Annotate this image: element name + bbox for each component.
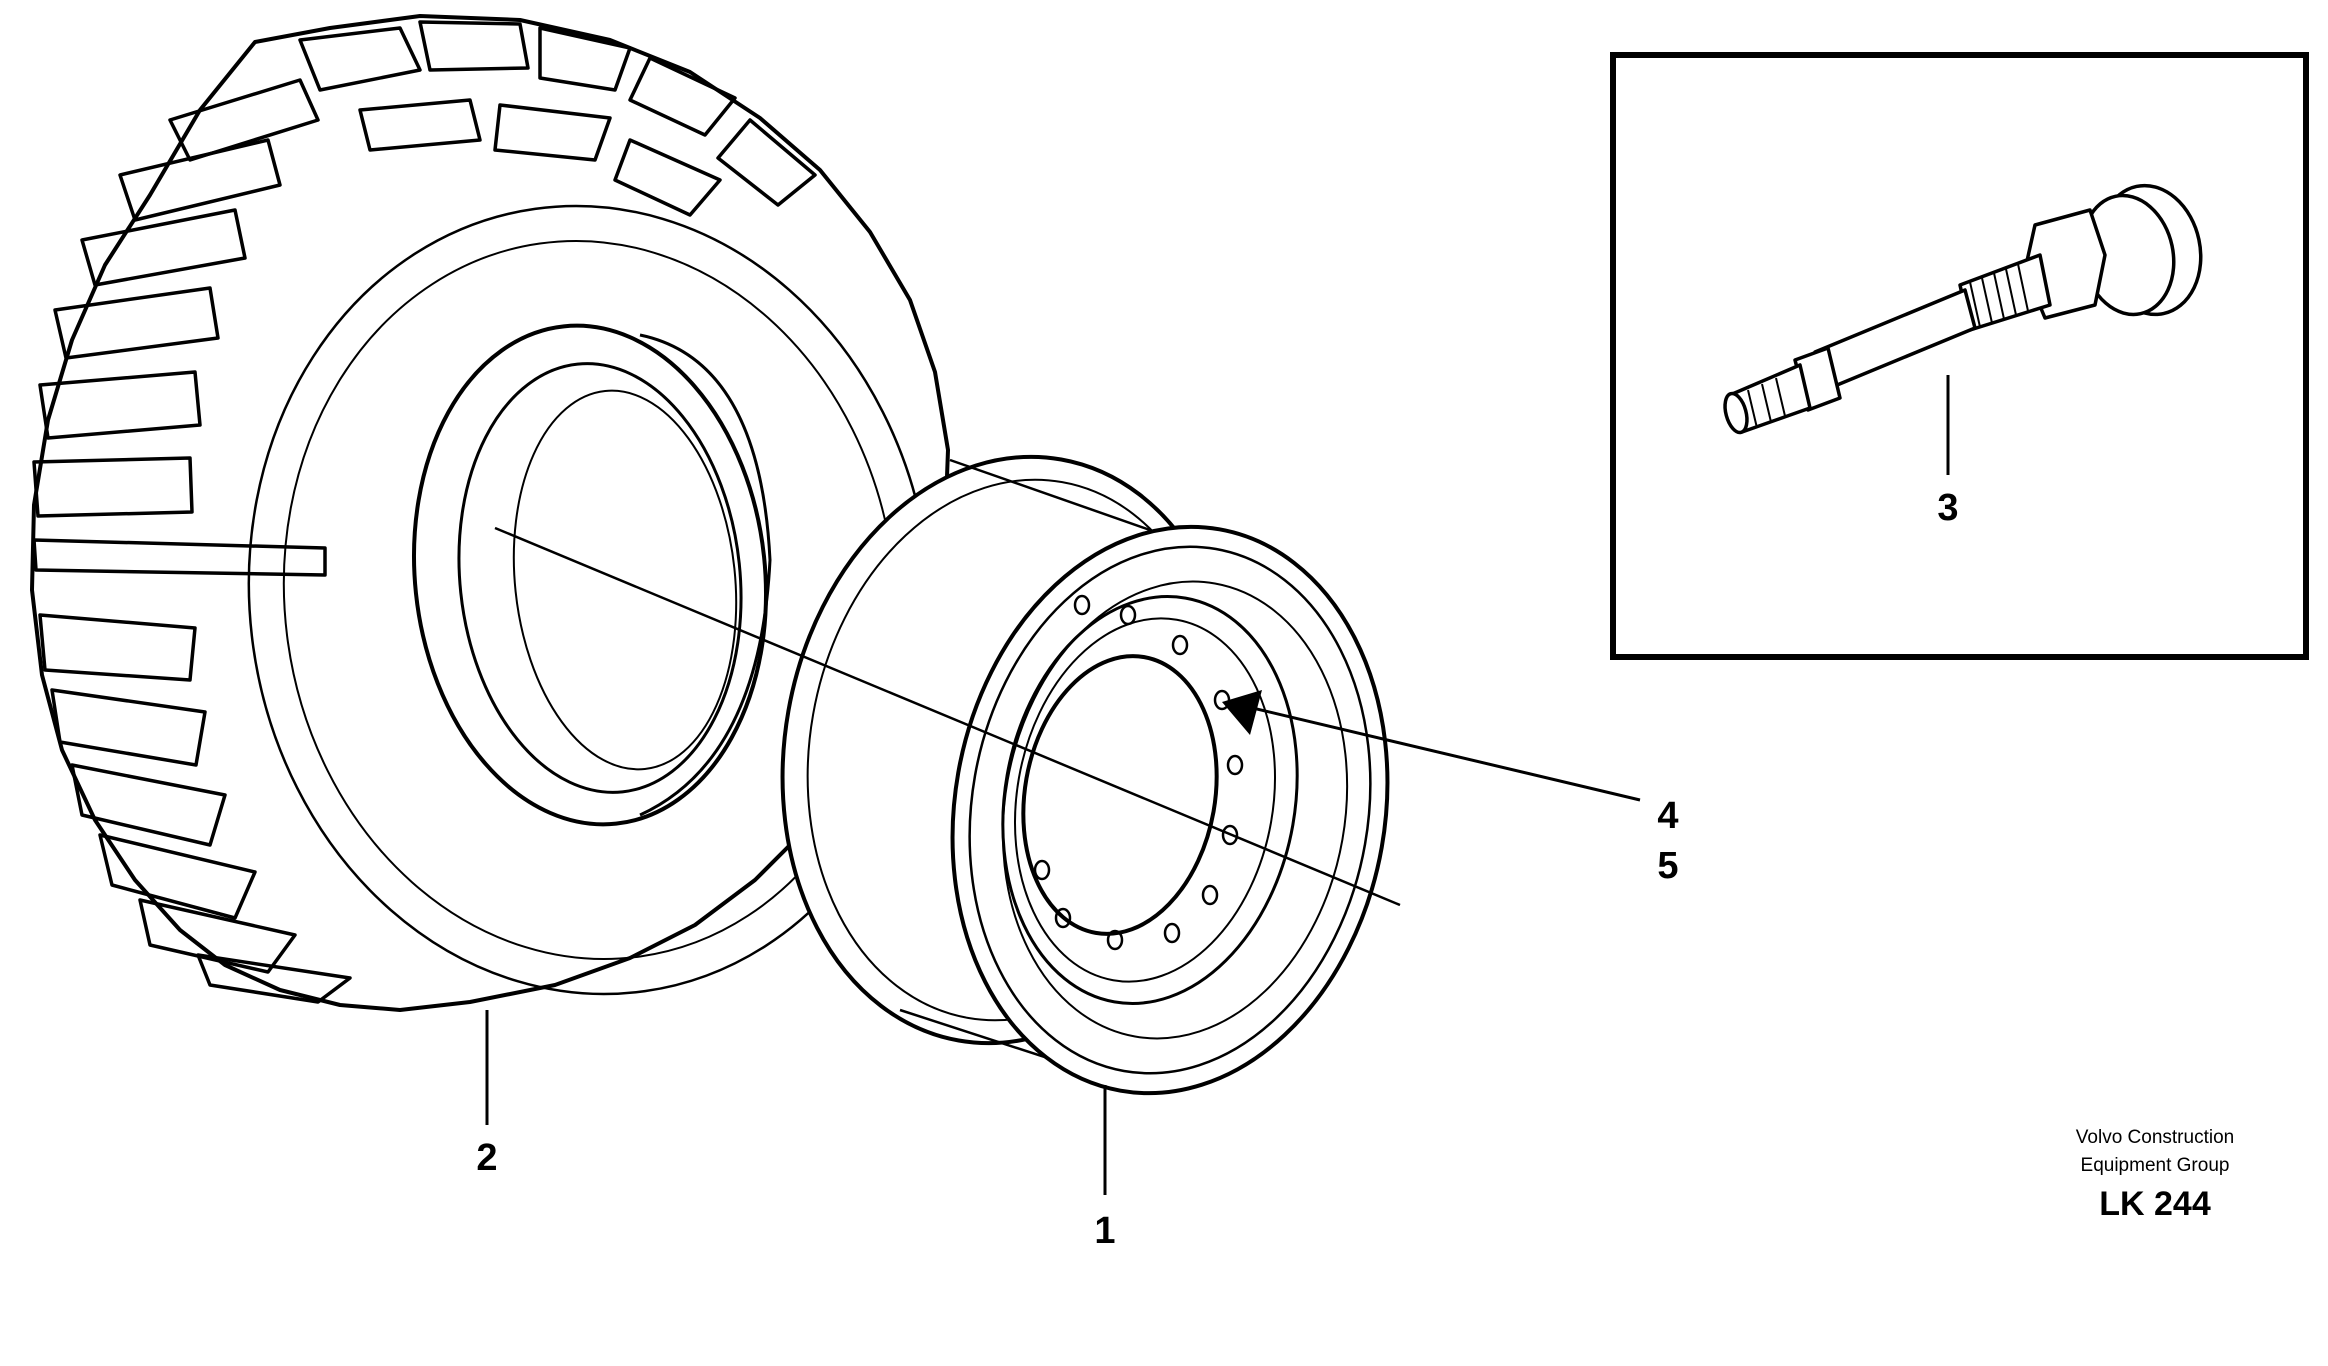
callout-4: 4: [1657, 795, 1678, 837]
tire-drawing: [30, 14, 950, 1012]
valve-inset-frame: [1610, 52, 2309, 660]
drawing-code: LK 244: [2099, 1185, 2211, 1223]
tire-valve-drawing: [1723, 183, 2203, 435]
leader-line-bolt: [1239, 703, 1641, 802]
credit-line-2: Equipment Group: [2081, 1155, 2230, 1176]
assembly-axis-line: [494, 526, 1401, 907]
arrowhead-icon: [1222, 690, 1262, 735]
callout-5: 5: [1657, 845, 1678, 887]
callout-1: 1: [1094, 1210, 1115, 1252]
callout-2: 2: [476, 1137, 497, 1179]
callout-3: 3: [1937, 487, 1958, 529]
leader-lines: [485, 375, 1950, 1195]
wheel-rim-drawing: [780, 454, 1390, 1096]
credit-line-1: Volvo Construction: [2076, 1127, 2234, 1148]
